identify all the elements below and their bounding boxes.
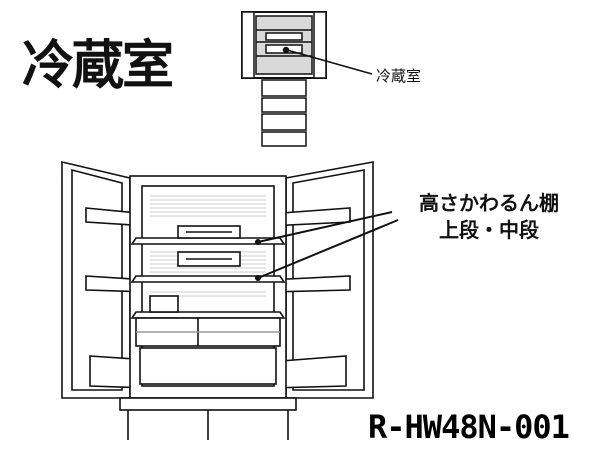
- thumbnail-label: 冷蔵室: [376, 67, 422, 85]
- model-code: R-HW48N-001: [368, 408, 570, 446]
- main-fridge: [61, 160, 374, 440]
- callout-leaders: [255, 211, 399, 281]
- callout-line-1: 高さかわるん棚: [419, 191, 559, 215]
- upper-shelf-marker: [255, 239, 261, 245]
- shelf-callout: 高さかわるん棚 上段・中段: [404, 190, 574, 244]
- thumbnail-fridge: [241, 11, 327, 147]
- middle-shelf-marker: [255, 275, 261, 281]
- thumbnail-leader: [286, 49, 373, 75]
- callout-line-2: 上段・中段: [439, 218, 539, 242]
- middle-shelf: [130, 275, 286, 283]
- page-title: 冷蔵室: [22, 36, 174, 96]
